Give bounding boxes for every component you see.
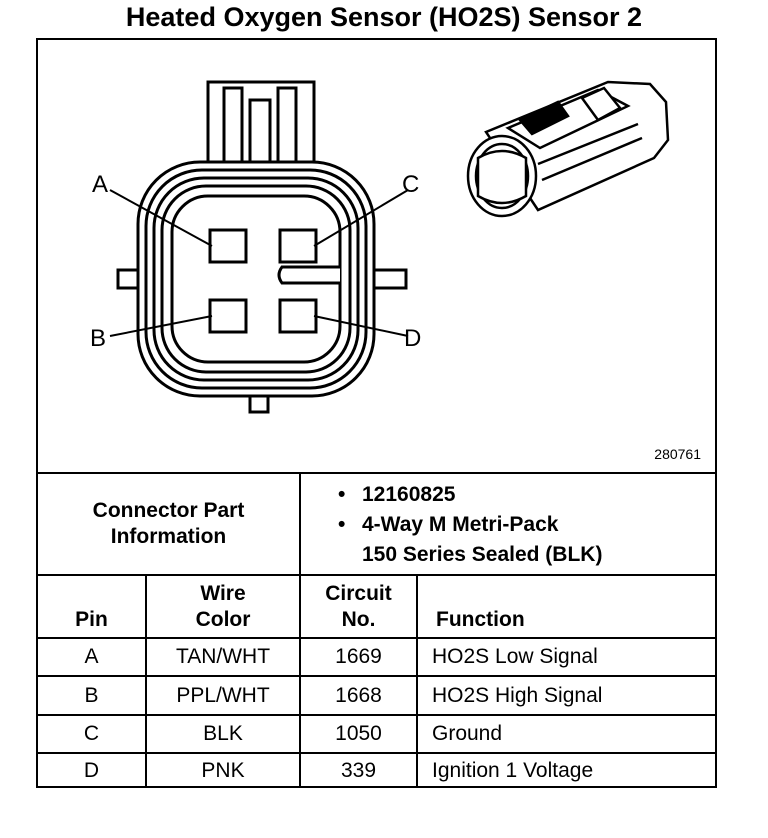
part-number: 12160825 xyxy=(362,483,456,506)
header-function: Function xyxy=(418,576,715,637)
connector-type-line1: 4-Way M Metri-Pack xyxy=(362,513,559,536)
header-wire-text: Wire xyxy=(200,581,246,605)
leader-c xyxy=(313,189,409,247)
row-b-pin: B xyxy=(84,683,99,707)
callout-d: D xyxy=(404,325,421,352)
header-function-text: Function xyxy=(436,608,525,631)
rule-header-bottom xyxy=(38,637,715,639)
right-tab xyxy=(370,268,408,290)
header-pin: Pin xyxy=(38,576,145,637)
row-c-function: Ground xyxy=(432,722,503,745)
connector-type-line2-wrap: 150 Series Sealed (BLK) xyxy=(338,540,602,570)
row-a-pin: A xyxy=(84,645,99,668)
connector-part-info-label: Connector Part Information xyxy=(38,474,299,574)
header-circuit: Circuit No. xyxy=(301,576,416,637)
row-d-pin: D xyxy=(83,759,100,782)
callout-b: B xyxy=(90,325,106,352)
row-a-circuit: 1669 xyxy=(335,645,382,668)
row-a-function: HO2S Low Signal xyxy=(432,645,598,668)
connector-iso-view xyxy=(466,80,670,218)
connector-drawing: A C B D xyxy=(90,80,670,414)
row-b-function: HO2S High Signal xyxy=(432,683,603,707)
connector-type-item: • 4-Way M Metri-Pack xyxy=(338,510,602,540)
row-a-wire-color: TAN/WHT xyxy=(175,645,271,668)
header-no-text: No. xyxy=(341,607,376,631)
part-number-item: • 12160825 xyxy=(338,480,602,510)
rule-col-circuit xyxy=(299,472,301,788)
leader-b xyxy=(109,315,213,337)
callout-a: A xyxy=(92,171,108,198)
rule-row-1 xyxy=(38,675,715,677)
connector-part-info-list: • 12160825 • 4-Way M Metri-Pack 150 Series… xyxy=(338,480,602,570)
callout-c: C xyxy=(402,171,419,198)
row-c-wire-color: BLK xyxy=(203,722,243,745)
rule-diagram-bottom xyxy=(38,472,715,474)
header-circuit-text: Circuit xyxy=(325,581,392,605)
header-pin-text: Pin xyxy=(75,608,108,631)
figure-number: 280761 xyxy=(654,446,701,462)
row-c-circuit: 1050 xyxy=(335,722,382,745)
leader-d xyxy=(313,315,409,337)
connector-type-line2: 150 Series Sealed (BLK) xyxy=(362,543,603,566)
header-wire-color: Wire Color xyxy=(147,576,299,637)
bullet: • xyxy=(338,483,346,506)
terminal-c xyxy=(278,228,318,264)
connector-housing xyxy=(136,160,376,398)
row-b-circuit: 1668 xyxy=(335,683,382,707)
rule-row-3 xyxy=(38,752,715,754)
diagram-frame: A C B D 280761 Connector xyxy=(36,38,717,788)
header-color-text: Color xyxy=(195,607,251,631)
rule-col-function xyxy=(416,574,418,788)
leader-a xyxy=(109,189,213,247)
diagram-title: Heated Oxygen Sensor (HO2S) Sensor 2 xyxy=(125,2,643,32)
connector-illustration: A C B D 280761 xyxy=(38,40,715,472)
row-b-wire-color: PPL/WHT xyxy=(176,683,270,707)
rule-col-wire xyxy=(145,574,147,788)
row-d-wire-color: PNK xyxy=(201,759,245,782)
row-d-circuit: 339 xyxy=(340,759,377,782)
rule-partinfo-bottom xyxy=(38,574,715,576)
rule-row-2 xyxy=(38,714,715,716)
connector-part-info-text: Connector Part Information xyxy=(92,499,245,548)
bullet: • xyxy=(338,513,346,536)
row-c-pin: C xyxy=(83,722,100,745)
row-d-function: Ignition 1 Voltage xyxy=(432,759,594,782)
